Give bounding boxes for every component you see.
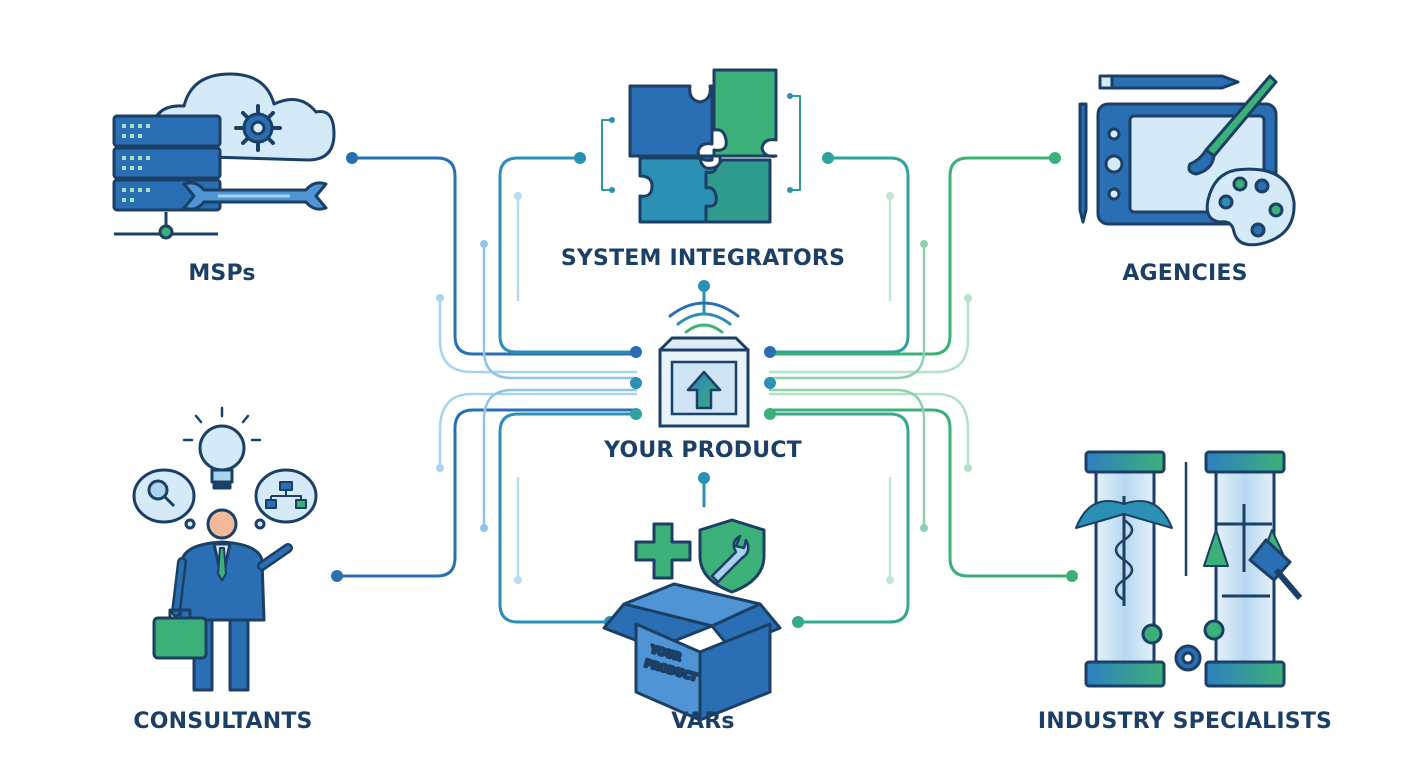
msps-label: MSPs: [188, 261, 256, 286]
center-label: YOUR PRODUCT: [604, 438, 802, 463]
connector-dot: [792, 616, 804, 628]
connector-dot: [574, 152, 586, 164]
agencies-label: AGENCIES: [1122, 261, 1248, 286]
connector-msps: [350, 156, 638, 356]
industry-specialists-label: INDUSTRY SPECIALISTS: [1037, 709, 1333, 734]
connector-si-right: [768, 156, 910, 354]
connector-consultants: [335, 408, 638, 578]
connector-vars-left: [498, 412, 638, 624]
connector-vars-right: [768, 412, 910, 624]
connector-agencies: [768, 156, 1057, 356]
puzzle-icon: [601, 68, 801, 224]
design-tablet-palette-icon: [1078, 74, 1296, 247]
connector-si-left: [498, 156, 638, 354]
connector-industry: [768, 408, 1074, 578]
product-box-icon: YOUR PRODUCT: [602, 518, 782, 722]
vars-label: VARs: [671, 709, 735, 734]
connector-dot: [822, 152, 834, 164]
connector-dot: [1049, 152, 1061, 164]
system-integrators-label: SYSTEM INTEGRATORS: [560, 246, 846, 271]
connector-dot: [331, 570, 343, 582]
pillars-icon: [1075, 450, 1303, 688]
server-cloud-wrench-icon: [112, 72, 336, 240]
consultants-label: CONSULTANTS: [133, 709, 313, 734]
consultant-person-icon: [132, 406, 318, 692]
connector-dot: [346, 152, 358, 164]
upload-box-icon: [658, 301, 750, 428]
connector-dot: [1066, 570, 1078, 582]
